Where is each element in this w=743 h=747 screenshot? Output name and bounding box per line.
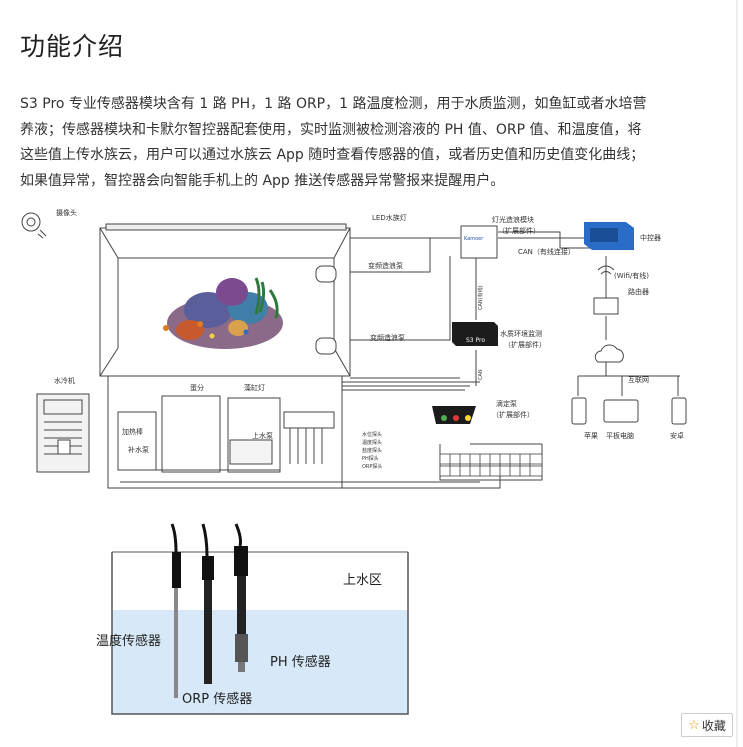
label-apple: 苹果 (584, 431, 598, 440)
label-led: LED水族灯 (372, 213, 407, 222)
s3pro-module: S3 Pro (452, 322, 498, 346)
label-skimmer: 蛋分 (190, 383, 204, 392)
label-water-monitor-sub: （扩展部件） (504, 340, 546, 349)
dosing-pump (432, 406, 476, 424)
label-camera: 摄像头 (56, 208, 77, 217)
system-diagram: 摄像头 LED水族灯 灯光造浪模块 （扩展部件） 中控器 CAN（有线连接） (… (21, 208, 687, 489)
label-ph-probe: PH探头 (362, 455, 379, 462)
camera-icon (21, 212, 47, 239)
paragraph-line: 如果值异常，智控器会向智能手机上的 App 推送传感器异常警报来提醒用户。 (20, 172, 505, 189)
sensor-figure: 上水区 温度传感器 PH 传感器 ORP 传感器 (96, 523, 409, 715)
label-ph-sensor: PH 传感器 (270, 654, 331, 670)
label-central: 中控器 (640, 233, 661, 242)
light-module-box (460, 225, 498, 259)
favorite-label: 收藏 (701, 718, 726, 733)
label-light-module: 灯光造浪模块 (492, 215, 534, 224)
s3pro-label: S3 Pro (466, 337, 485, 344)
label-temp-probe: 温度探头 (362, 439, 382, 446)
paragraph-line: S3 Pro 专业传感器模块含有 1 路 PH，1 路 ORP，1 路温度检测，… (20, 96, 647, 112)
cloud-icon (594, 344, 624, 363)
favorite-button[interactable]: ☆ 收藏 (681, 713, 733, 737)
label-orp-sensor: ORP 传感器 (182, 691, 252, 707)
label-algae-lamp: 藻缸灯 (244, 383, 265, 392)
label-salinity-probe: 盐度探头 (362, 447, 382, 454)
label-orp-probe: ORP探头 (362, 463, 382, 470)
label-upper-pump: 上水泵 (252, 431, 273, 440)
label-tablet: 平板电脑 (606, 431, 634, 440)
label-can-vertical: CAN(有线) (477, 285, 484, 310)
section-title: 功能介绍 (20, 32, 125, 61)
label-android: 安卓 (670, 431, 684, 440)
coral-reef (163, 277, 283, 349)
star-icon: ☆ (688, 717, 700, 733)
tablet-icon (603, 399, 639, 423)
label-wave-pump-2: 变频造浪泵 (370, 333, 405, 342)
label-chiller: 水冷机 (54, 376, 75, 385)
label-upper-zone: 上水区 (343, 573, 382, 588)
label-wave-pump-1: 变频造浪泵 (368, 261, 403, 270)
paragraph-line: 养液；传感器模块和卡默尔智控器配套使用，实时监测被检测溶液的 PH 值、ORP … (20, 121, 642, 138)
central-controller (584, 222, 634, 250)
label-router: 路由器 (628, 287, 649, 296)
router-icon (593, 265, 619, 315)
label-level-probe: 水位探头 (362, 431, 382, 438)
android-phone-icon (671, 397, 687, 425)
label-can-wired: CAN（有线连接） (518, 247, 575, 256)
label-dosing-sub: （扩展部件） (492, 410, 534, 419)
temp-sensor-icon (170, 523, 181, 698)
wave-pump-icon (315, 337, 337, 355)
label-light-module-sub: （扩展部件） (498, 226, 540, 235)
label-dosing: 滴定泵 (496, 399, 517, 408)
apple-phone-icon (571, 397, 587, 425)
label-heater: 加热棒 (122, 427, 143, 436)
label-temp-sensor: 温度传感器 (96, 633, 161, 649)
label-internet: 互联网 (628, 375, 649, 384)
scrollbar-track[interactable] (736, 0, 738, 747)
label-can-horizontal: CAN (478, 369, 484, 380)
ph-sensor-icon (234, 523, 248, 672)
paragraph-line: 这些值上传水族云，用户可以通过水族云 App 随时查看传感器的值，或者历史值和历… (20, 147, 645, 163)
label-refill-pump: 补水泵 (128, 445, 149, 454)
orp-sensor-icon (201, 523, 214, 684)
label-water-monitor: 水质环境监测 (500, 329, 542, 338)
wave-pump-icon (315, 265, 337, 283)
intro-paragraph: S3 Pro 专业传感器模块含有 1 路 PH，1 路 ORP，1 路温度检测，… (20, 92, 720, 194)
brand-logo: Kamoer (464, 236, 484, 242)
label-wifi: (Wifi/有线) (614, 271, 649, 280)
